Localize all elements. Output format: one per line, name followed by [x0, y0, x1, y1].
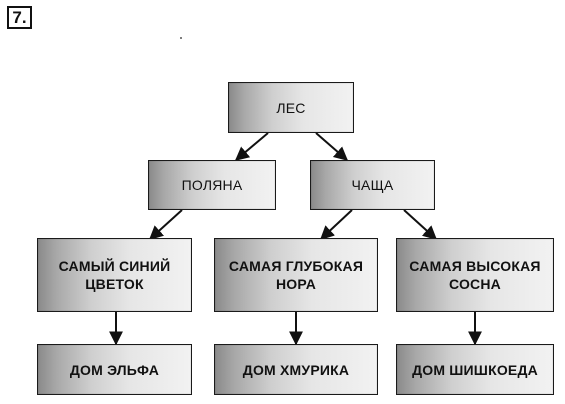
node-chascha: ЧАЩА — [310, 160, 435, 210]
node-polyana: ПОЛЯНА — [148, 160, 276, 210]
node-deepest-burrow-line1: САМАЯ ГЛУБОКАЯ — [228, 258, 364, 274]
node-deepest-burrow: САМАЯ ГЛУБОКАЯ НОРА — [214, 238, 378, 312]
node-bluest-flower-line1: САМЫЙ СИНИЙ — [58, 258, 171, 274]
node-tallest-pine-text: САМАЯ ВЫСОКАЯ СОСНА — [405, 257, 544, 293]
node-tallest-pine-line1: САМАЯ ВЫСОКАЯ — [409, 258, 541, 274]
node-bluest-flower-line2: ЦВЕТОК — [85, 276, 144, 292]
task-number: 7. — [7, 6, 32, 29]
node-elf-house: ДОМ ЭЛЬФА — [37, 344, 192, 395]
node-deepest-burrow-line2: НОРА — [275, 276, 317, 292]
node-hmurik-house: ДОМ ХМУРИКА — [214, 344, 378, 395]
node-shishkoed-house: ДОМ ШИШКОЕДА — [396, 344, 554, 395]
stray-dot — [180, 37, 182, 39]
arrow-polyana-flower — [148, 209, 183, 240]
arrow-chascha-sosna — [403, 209, 438, 240]
node-bluest-flower: САМЫЙ СИНИЙ ЦВЕТОК — [37, 238, 192, 312]
arrow-chascha-nora — [319, 209, 353, 240]
arrow-les-polyana — [234, 132, 269, 161]
node-polyana-label: ПОЛЯНА — [181, 177, 243, 193]
node-hmurik-house-label: ДОМ ХМУРИКА — [242, 361, 350, 378]
node-bluest-flower-text: САМЫЙ СИНИЙ ЦВЕТОК — [55, 257, 175, 293]
node-chascha-label: ЧАЩА — [351, 177, 394, 193]
node-tallest-pine-line2: СОСНА — [449, 276, 501, 292]
node-tallest-pine: САМАЯ ВЫСОКАЯ СОСНА — [396, 238, 554, 312]
node-deepest-burrow-text: САМАЯ ГЛУБОКАЯ НОРА — [225, 257, 367, 293]
node-les: ЛЕС — [228, 82, 354, 133]
node-shishkoed-house-label: ДОМ ШИШКОЕДА — [412, 361, 538, 378]
arrow-les-chascha — [315, 132, 349, 161]
node-elf-house-label: ДОМ ЭЛЬФА — [69, 361, 160, 378]
node-les-label: ЛЕС — [276, 99, 306, 116]
